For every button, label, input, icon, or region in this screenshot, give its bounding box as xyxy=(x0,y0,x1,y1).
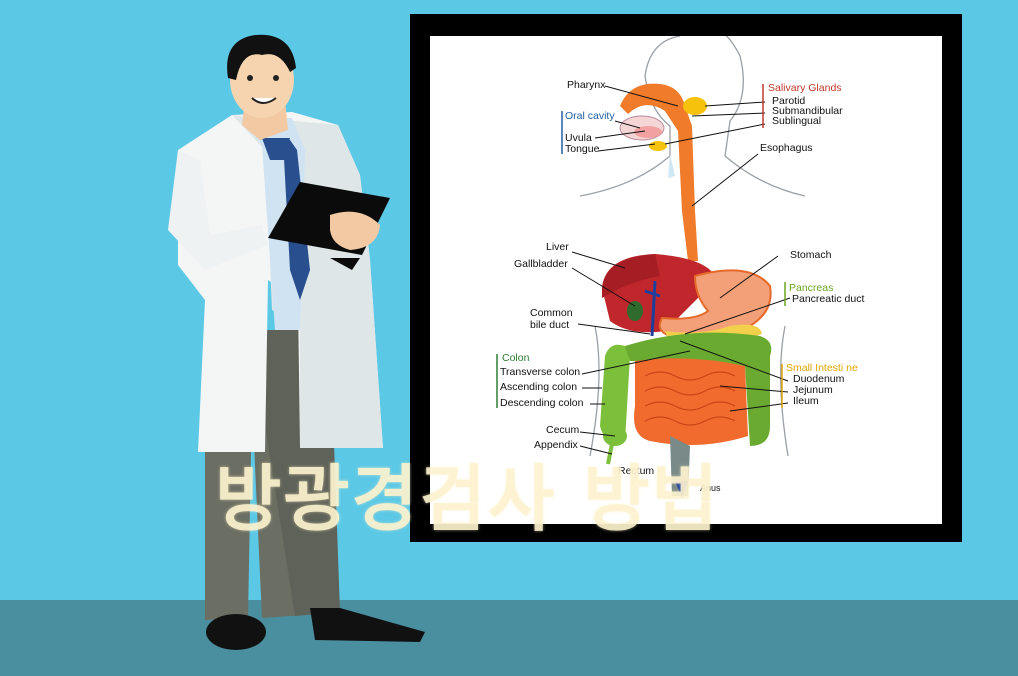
label-transverse-colon: Transverse colon xyxy=(500,366,581,378)
label-sublingual: Sublingual xyxy=(772,115,822,127)
title-caption: 방광경검사 방법 xyxy=(215,457,720,541)
label-salivary-glands: Salivary Glands xyxy=(768,82,842,94)
doctor-illustration xyxy=(168,34,425,650)
label-duodenum: Duodenum xyxy=(793,373,845,385)
label-tongue: Tongue xyxy=(565,143,600,155)
label-uvula: Uvula xyxy=(565,132,592,144)
label-esophagus: Esophagus xyxy=(760,142,813,154)
label-anus: Anus xyxy=(700,483,721,493)
label-ileum: Ileum xyxy=(793,395,819,407)
label-gallbladder: Gallbladder xyxy=(514,258,568,270)
label-liver: Liver xyxy=(546,241,569,253)
label-small-intestine: Small Intesti ne xyxy=(786,362,858,374)
label-parotid: Parotid xyxy=(772,95,806,107)
label-bile-duct: bile duct xyxy=(530,319,570,331)
label-appendix: Appendix xyxy=(534,439,578,451)
floor xyxy=(0,600,1018,676)
label-oral-cavity: Oral cavity xyxy=(565,110,615,122)
label-ascending-colon: Ascending colon xyxy=(500,381,578,393)
label-stomach: Stomach xyxy=(790,249,832,261)
label-cecum: Cecum xyxy=(546,424,580,436)
label-pancreas: Pancreas xyxy=(789,282,834,294)
label-pharynx: Pharynx xyxy=(567,79,606,91)
label-submandibular: Submandibular xyxy=(772,105,843,117)
label-common: Common xyxy=(530,307,573,319)
label-colon: Colon xyxy=(502,352,530,364)
label-rectum: Rectum xyxy=(618,465,655,477)
anatomy-illustration xyxy=(496,36,806,498)
label-descending-colon: Descending colon xyxy=(500,397,584,409)
label-jejunum: Jejunum xyxy=(793,384,833,396)
label-pancreatic-duct: Pancreatic duct xyxy=(792,293,865,305)
